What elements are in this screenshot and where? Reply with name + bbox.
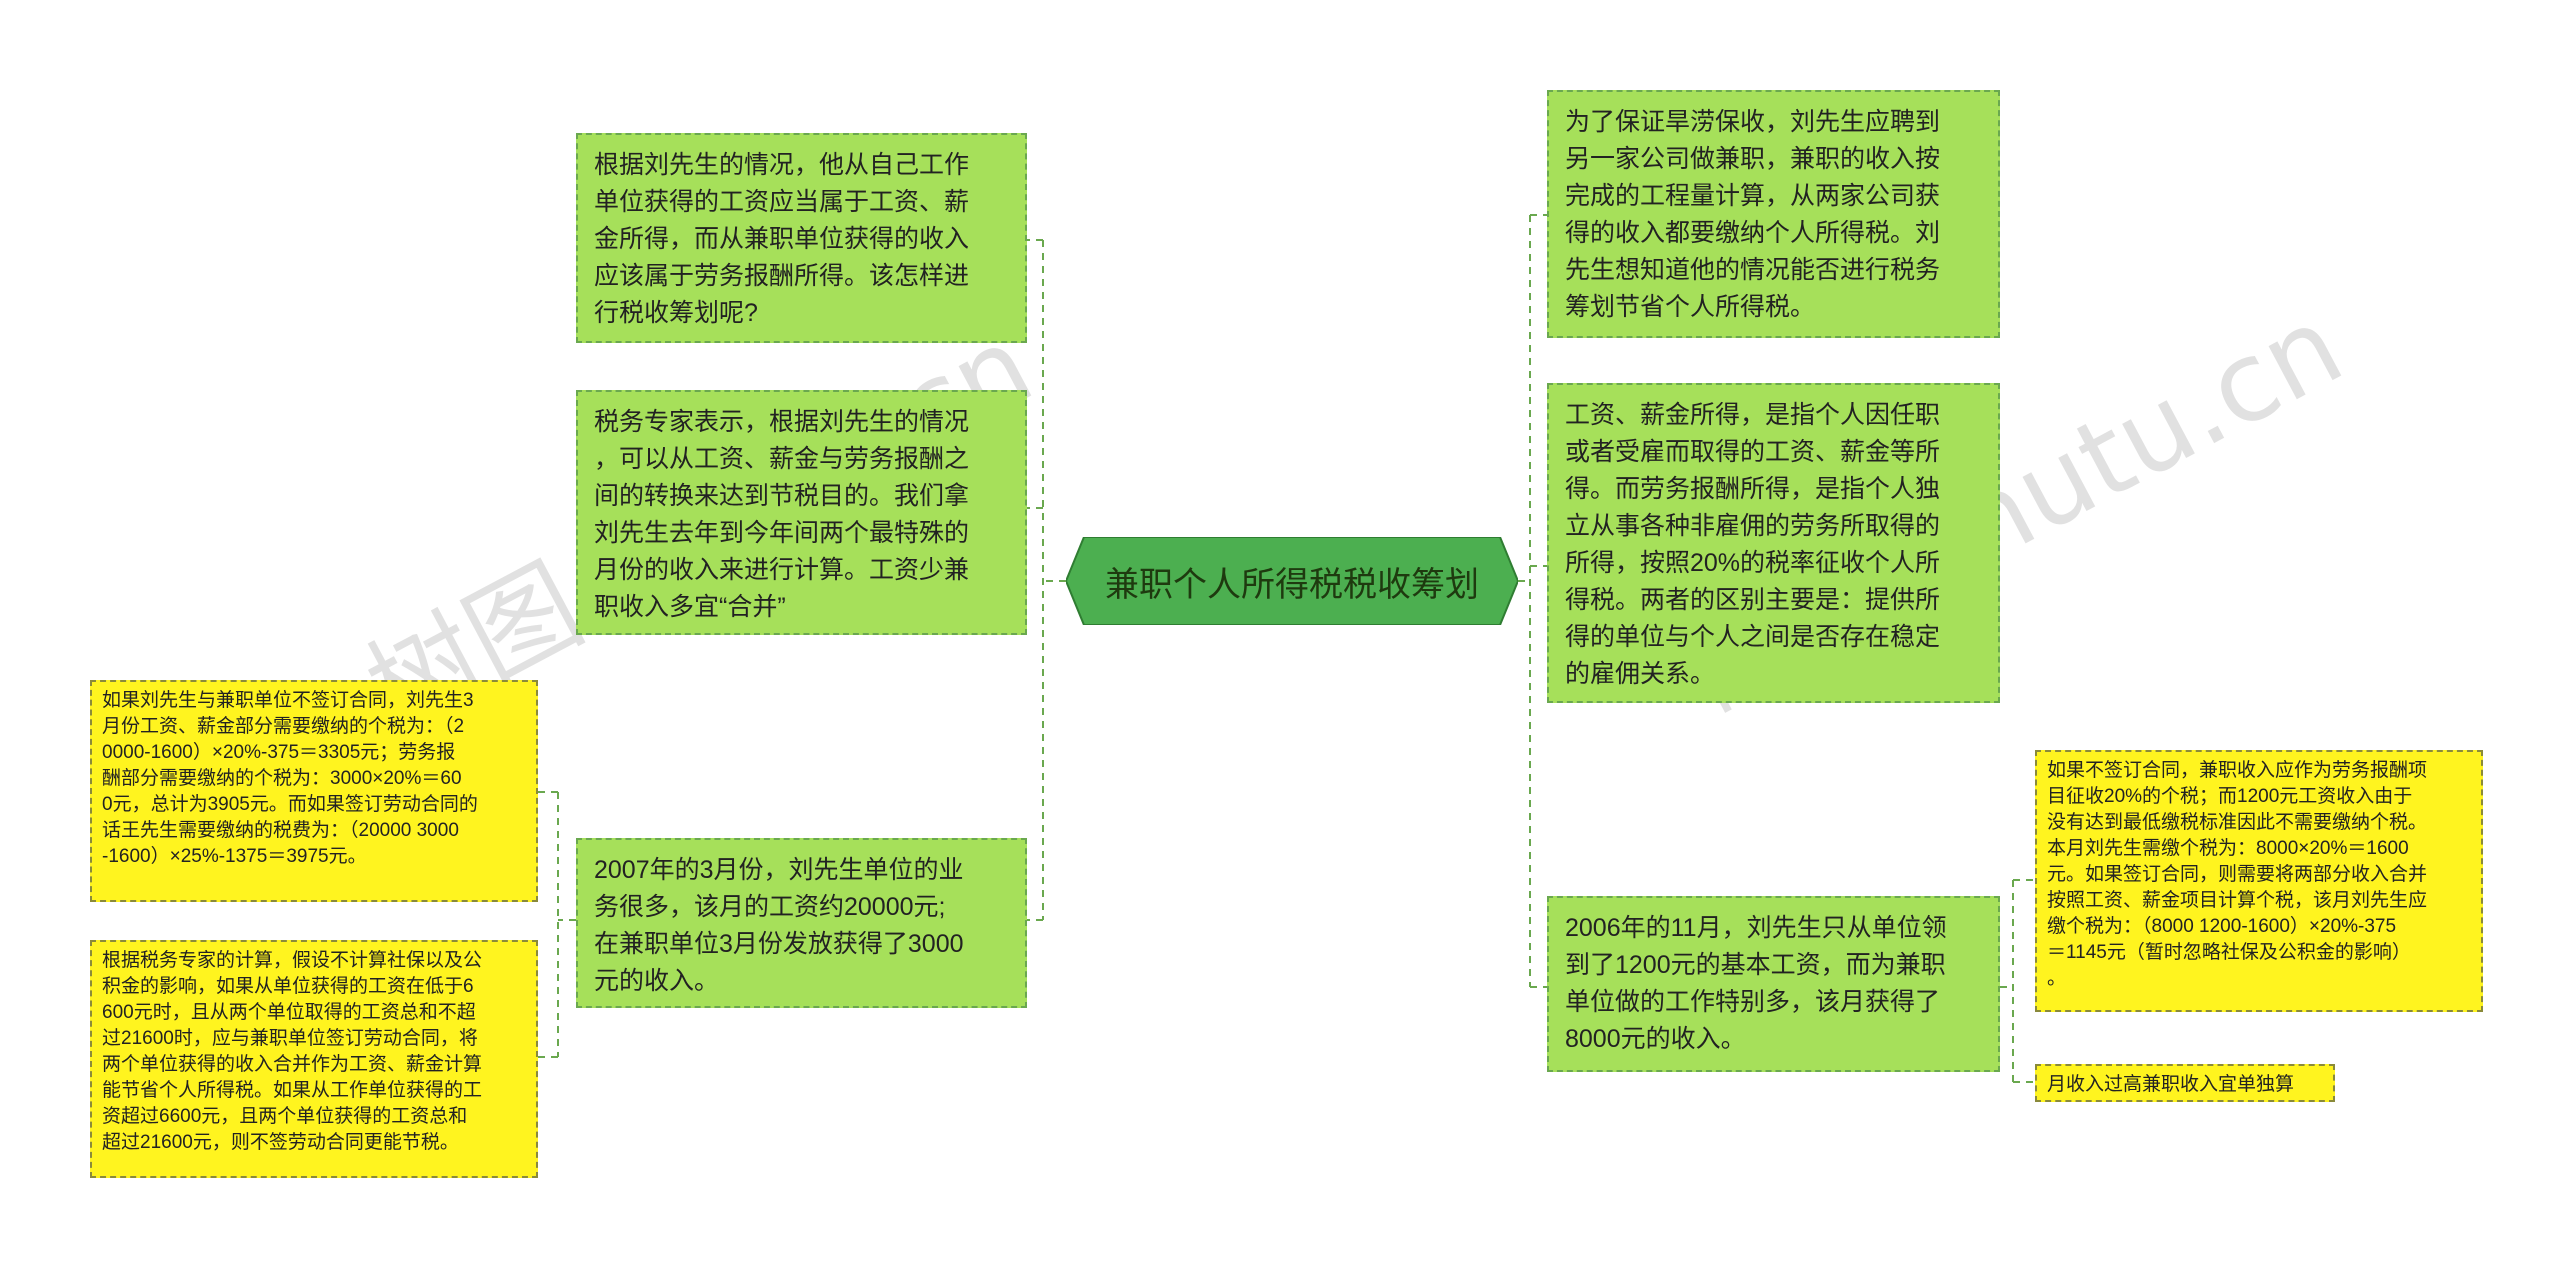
right-node-3[interactable]: 2006年的11月，刘先生只从单位领 到了1200元的基本工资，而为兼职 单位做… [1547, 896, 2000, 1072]
left-node-3[interactable]: 2007年的3月份，刘先生单位的业 务很多，该月的工资约20000元; 在兼职单… [576, 838, 1027, 1008]
right-node-2[interactable]: 工资、薪金所得，是指个人因任职 或者受雇而取得的工资、薪金等所 得。而劳务报酬所… [1547, 383, 2000, 703]
right-node-1[interactable]: 为了保证旱涝保收，刘先生应聘到 另一家公司做兼职，兼职的收入按 完成的工程量计算… [1547, 90, 2000, 338]
left-sub-node-1[interactable]: 如果刘先生与兼职单位不签订合同，刘先生3 月份工资、薪金部分需要缴纳的个税为：（… [90, 680, 538, 902]
root-label: 兼职个人所得税税收筹划 [1105, 565, 1479, 604]
left-node-2[interactable]: 税务专家表示，根据刘先生的情况 ，可以从工资、薪金与劳务报酬之 间的转换来达到节… [576, 390, 1027, 635]
right-sub-node-1[interactable]: 如果不签订合同，兼职收入应作为劳务报酬项 目征收20%的个税；而1200元工资收… [2035, 750, 2483, 1012]
left-node-1[interactable]: 根据刘先生的情况，他从自己工作 单位获得的工资应当属于工资、薪 金所得，而从兼职… [576, 133, 1027, 343]
root-shape [1066, 537, 1518, 625]
root-node[interactable]: 兼职个人所得税税收筹划 [1066, 537, 1518, 625]
left-sub-node-2[interactable]: 根据税务专家的计算，假设不计算社保以及公 积金的影响，如果从单位获得的工资在低于… [90, 940, 538, 1178]
right-sub-node-2[interactable]: 月收入过高兼职收入宜单独算 [2035, 1064, 2335, 1102]
